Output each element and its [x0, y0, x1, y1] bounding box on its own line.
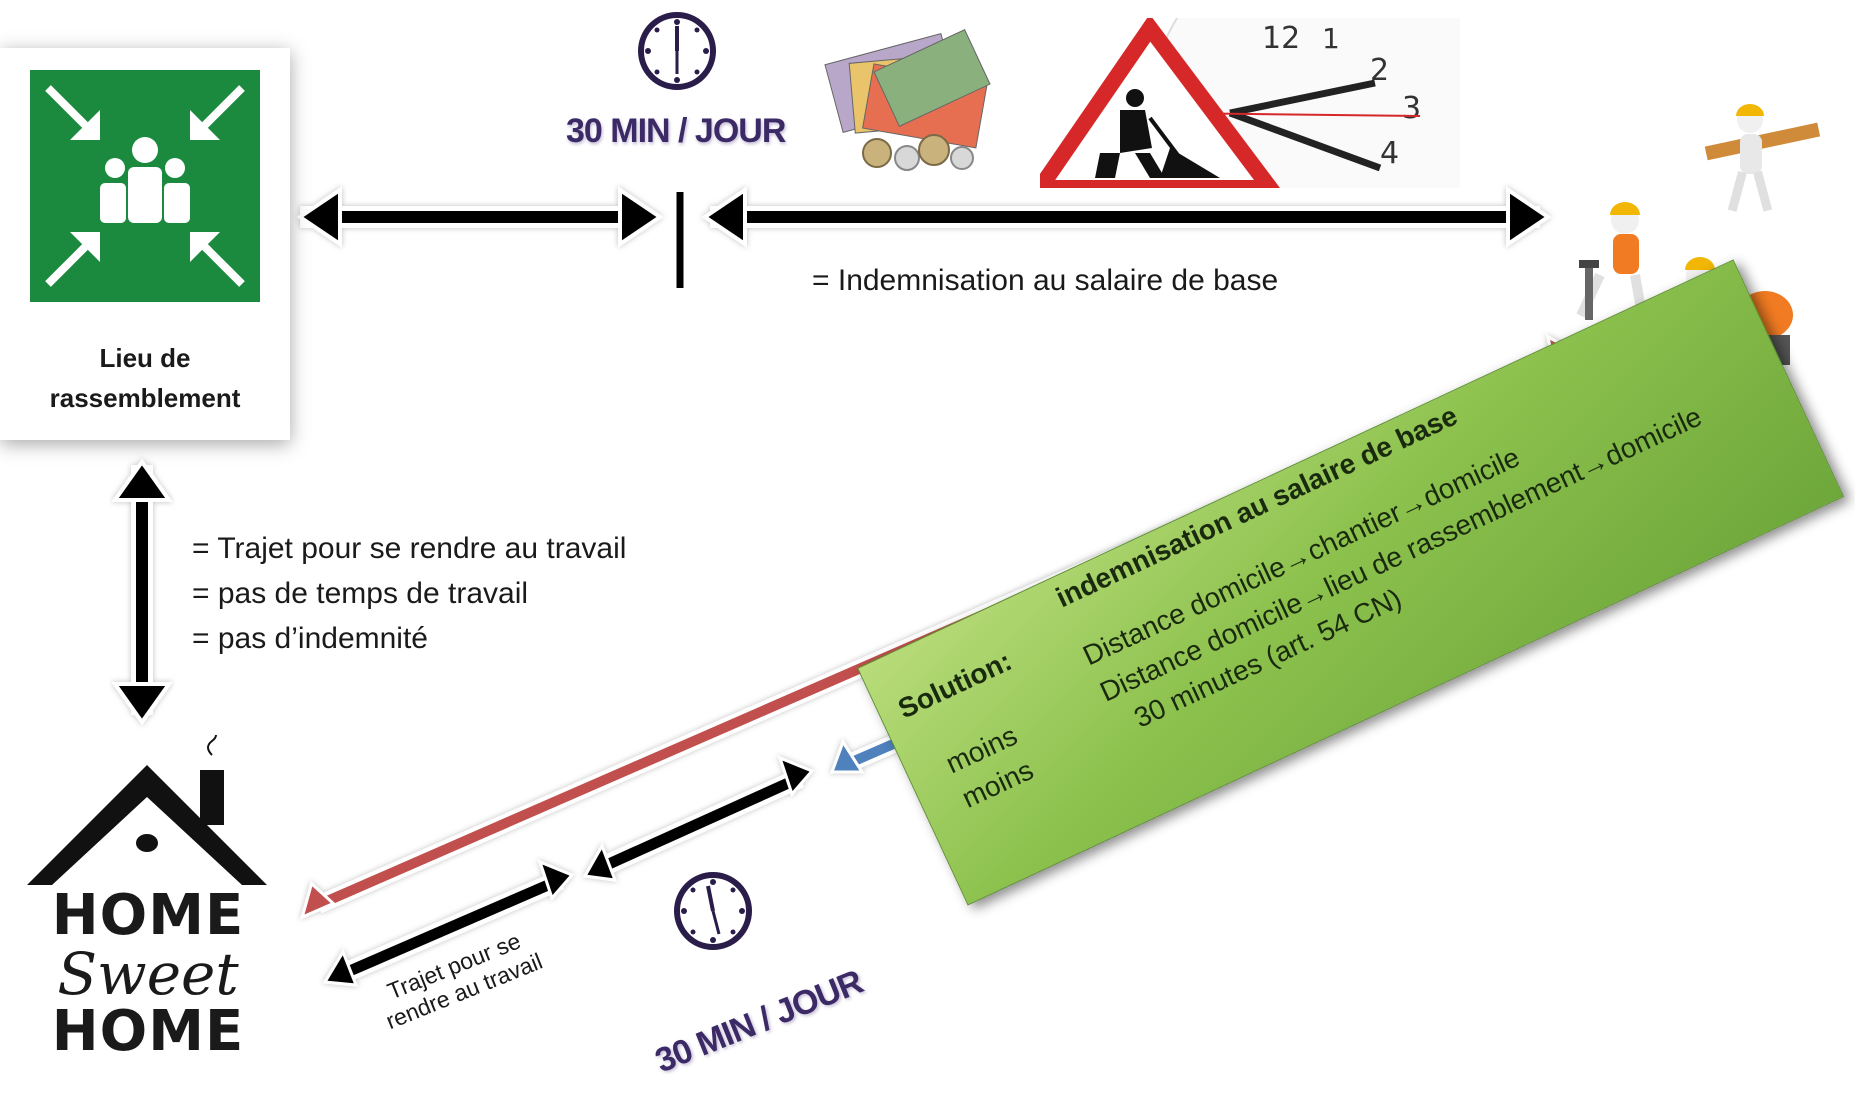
- svg-text:2: 2: [1370, 53, 1389, 88]
- assembly-label-line2: rassemblement: [49, 383, 241, 413]
- top-time-label: 30 MIN / JOUR: [566, 112, 786, 150]
- thirty-minutes-arrow: [582, 755, 815, 882]
- money-icon: [822, 18, 997, 178]
- bottom-clock-icon: [674, 872, 752, 950]
- home-sweet-home: HOME Sweet HOME: [28, 888, 268, 1060]
- limit-to-site-arrow: [701, 186, 1552, 248]
- assembly-point-label: Lieu de rassemblement: [0, 338, 290, 418]
- assembly-label-line1: Lieu de: [99, 343, 191, 373]
- note-no-compensation: = pas d’indemnité: [192, 622, 428, 655]
- assembly-point-icon: [30, 70, 260, 302]
- home-word-2: HOME: [51, 999, 245, 1064]
- clock-icon: [638, 12, 716, 90]
- home-word-1: HOME: [51, 883, 245, 948]
- assembly-point-card: Lieu de rassemblement: [0, 48, 290, 440]
- note-no-work-time: = pas de temps de travail: [192, 577, 529, 610]
- svg-text:3: 3: [1402, 91, 1421, 126]
- svg-text:12: 12: [1262, 21, 1300, 56]
- home-commute-arrow: [322, 859, 575, 987]
- note-commute: = Trajet pour se rendre au travail: [192, 532, 627, 565]
- solution-label: Solution:: [893, 645, 1017, 725]
- roadwork-clock-icon: 12 1 2 3 4: [1040, 18, 1460, 188]
- assembly-to-limit-arrow: [296, 186, 664, 248]
- home-to-assembly-arrow: [111, 458, 173, 726]
- svg-text:1: 1: [1322, 22, 1340, 55]
- sweet-word: Sweet: [57, 940, 239, 1008]
- commute-notes: = Trajet pour se rendre au travail = pas…: [192, 526, 626, 661]
- house-icon: [27, 735, 267, 885]
- svg-text:4: 4: [1380, 136, 1399, 171]
- top-compensation-label: = Indemnisation au salaire de base: [812, 264, 1279, 297]
